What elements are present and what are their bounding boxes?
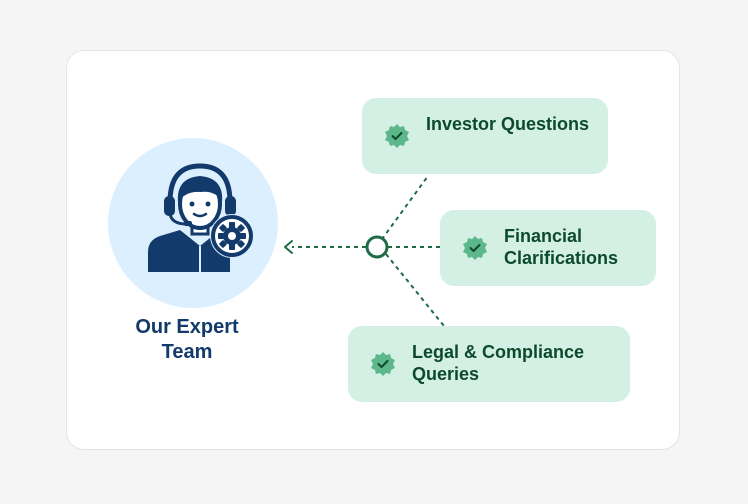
verified-badge-icon — [371, 352, 395, 376]
connector-legal — [385, 253, 445, 327]
topic-legal-compliance-queries: Legal & Compliance Queries — [348, 326, 630, 402]
topic-label: Financial Clarifications — [504, 226, 619, 268]
topic-financial-clarifications: Financial Clarifications — [440, 210, 656, 286]
topic-label: Legal & Compliance Queries — [412, 342, 585, 384]
support-agent-gear-icon — [148, 163, 254, 272]
arrow-head-icon — [284, 240, 293, 254]
topic-label: Investor Questions — [426, 114, 590, 134]
topic-investor-questions: Investor Questions — [362, 98, 608, 174]
connector-investor — [376, 175, 429, 247]
hub-node — [365, 235, 389, 259]
verified-badge-icon — [463, 236, 487, 260]
verified-badge-icon — [385, 124, 409, 148]
team-label: Our Expert Team — [135, 316, 239, 363]
